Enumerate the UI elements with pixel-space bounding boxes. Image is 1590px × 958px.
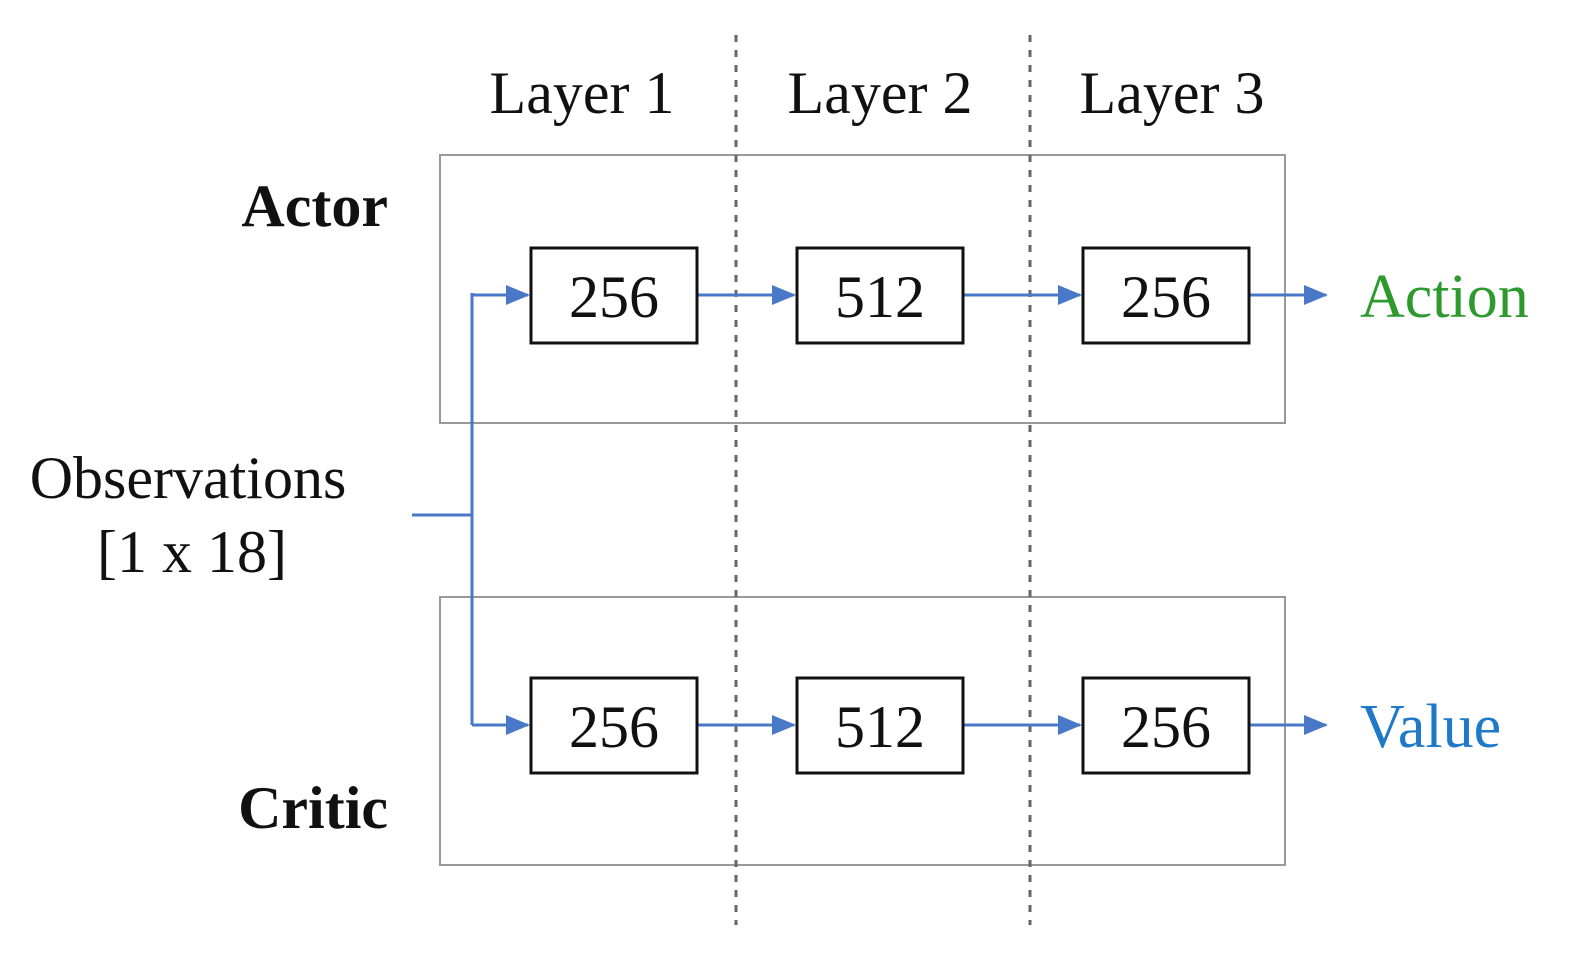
- actor-layer-2-node: 512: [795, 246, 965, 345]
- actor-layer-1-node: 256: [529, 246, 699, 345]
- critic-layer-3-node: 256: [1081, 676, 1251, 775]
- value-output-label: Value: [1360, 693, 1501, 761]
- actor-layer-3-node: 256: [1081, 246, 1251, 345]
- actor-layer-3-units: 256: [1121, 264, 1211, 330]
- observations-shape-label: [1 x 18]: [97, 519, 287, 585]
- actor-layer-1-units: 256: [569, 264, 659, 330]
- critic-layer-1-node: 256: [529, 676, 699, 775]
- observations-label: Observations: [30, 445, 347, 511]
- critic-label: Critic: [238, 775, 388, 841]
- actor-layer-2-units: 512: [835, 264, 925, 330]
- critic-layer-1-units: 256: [569, 694, 659, 760]
- actor-label: Actor: [241, 173, 388, 239]
- action-output-label: Action: [1360, 263, 1529, 331]
- critic-layer-2-node: 512: [795, 676, 965, 775]
- critic-layer-3-units: 256: [1121, 694, 1211, 760]
- layer-1-label: Layer 1: [490, 60, 675, 126]
- layer-2-label: Layer 2: [788, 60, 973, 126]
- critic-layer-2-units: 512: [835, 694, 925, 760]
- actor-container: [439, 154, 1286, 424]
- critic-container: [439, 596, 1286, 866]
- layer-3-label: Layer 3: [1080, 60, 1265, 126]
